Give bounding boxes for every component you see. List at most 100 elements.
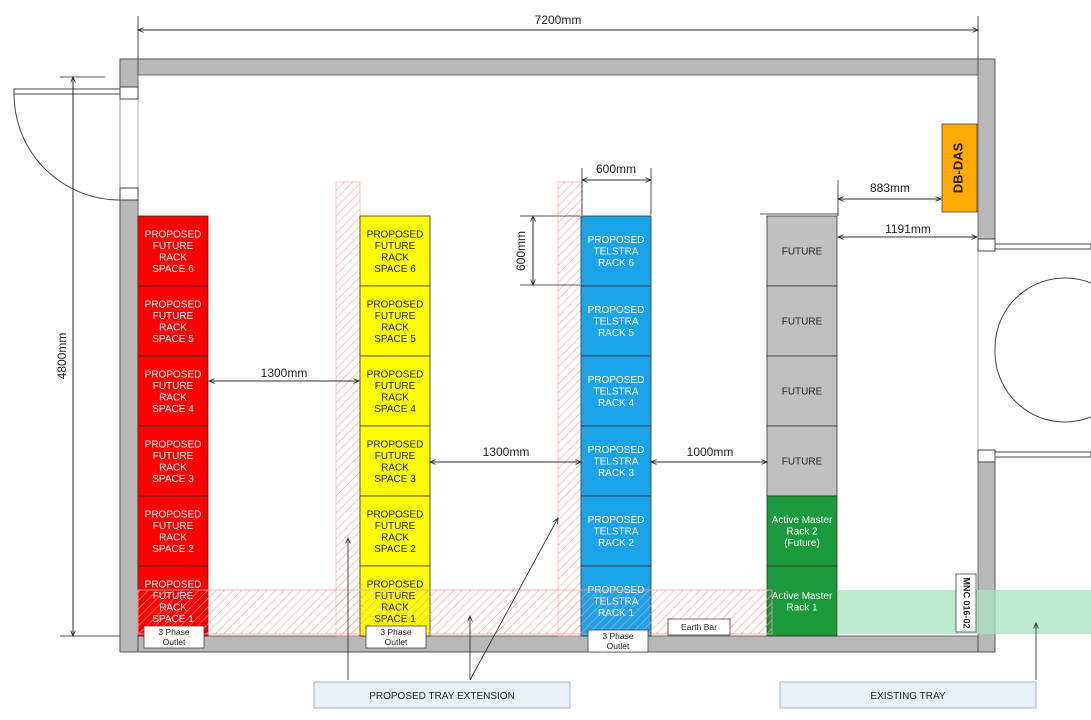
rack-box [137, 425, 209, 497]
rack-label-line: PROPOSED [588, 305, 645, 316]
rack-box [137, 215, 209, 287]
rack-box [580, 215, 652, 287]
rack-label-line: PROPOSED [588, 515, 645, 526]
outlet-yellow-line1: 3 Phase [380, 627, 411, 637]
outlet-yellow-line2: Outlet [385, 637, 408, 647]
rack-label-line: Rack 2 [786, 527, 818, 538]
rack-label-line: TELSTRA [593, 317, 638, 328]
rack-label-line: SPACE 6 [374, 264, 416, 275]
outlet-blue: 3 Phase Outlet [587, 629, 649, 653]
rack-label-line: SPACE 2 [152, 544, 194, 555]
rack-label-line: PROPOSED [145, 439, 202, 450]
rack-label-line: PROPOSED [367, 229, 424, 240]
rack-label-line: SPACE 5 [152, 334, 194, 345]
rack-label-line: PROPOSED [588, 235, 645, 246]
earth-bar-label: Earth Bar [681, 622, 717, 632]
rack-label-line: SPACE 4 [374, 404, 416, 415]
rack-label-line: FUTURE [782, 247, 823, 258]
legend-existing-tray: EXISTING TRAY [779, 681, 1037, 709]
rack-label-line: RACK [159, 392, 187, 403]
rack-label-line: RACK [381, 462, 409, 473]
rack-label-line: FUTURE [153, 451, 194, 462]
rack-box [766, 355, 838, 427]
rack-label-line: FUTURE [375, 451, 416, 462]
outlet-red: 3 Phase Outlet [143, 625, 205, 649]
earth-bar: Earth Bar [667, 618, 731, 636]
rack-label-line: RACK [159, 532, 187, 543]
rack-box [766, 565, 838, 637]
rack-label-line: SPACE 2 [374, 544, 416, 555]
rack-label-line: PROPOSED [367, 509, 424, 520]
rack-label-line: RACK [381, 252, 409, 263]
rack-grey-3: FUTURE [766, 355, 838, 427]
rack-box [580, 355, 652, 427]
dim-aisle-1: 1300mm [261, 366, 308, 380]
rack-box [766, 215, 838, 287]
dim-aisle-3: 1000mm [687, 445, 734, 459]
rack-label-line: PROPOSED [588, 375, 645, 386]
mnc-label: MNC 016-02 [962, 577, 972, 628]
rack-label-line: TELSTRA [593, 457, 638, 468]
rack-label-line: RACK 5 [598, 328, 635, 339]
rack-label-line: SPACE 3 [152, 474, 194, 485]
rack-box [359, 285, 431, 357]
mnc-tag: MNC 016-02 [955, 573, 977, 633]
rack-grey-1: FUTURE [766, 215, 838, 287]
rack-label-line: RACK [159, 252, 187, 263]
outlet-blue-line1: 3 Phase [602, 631, 633, 641]
rack-label-line: FUTURE [375, 241, 416, 252]
rack-label-line: PROPOSED [145, 509, 202, 520]
outlet-red-line2: Outlet [163, 637, 186, 647]
rack-column-grey: FUTURE FUTURE FUTURE FUTURE Active MasterRac… [766, 215, 838, 637]
rack-label-line: RACK 6 [598, 258, 635, 269]
dim-rack-width: 600mm [596, 162, 636, 176]
legend-proposed-tray: PROPOSED TRAY EXTENSION [313, 681, 571, 709]
rack-box [137, 355, 209, 427]
dim-overall-width: 7200mm [535, 13, 582, 27]
rack-grey-2: FUTURE [766, 285, 838, 357]
rack-box [580, 425, 652, 497]
rack-label-line: FUTURE [782, 457, 823, 468]
rack-box [766, 285, 838, 357]
rack-box [137, 495, 209, 567]
rack-label-line: (Future) [784, 538, 820, 549]
rack-label-line: SPACE 6 [152, 264, 194, 275]
left-door [13, 86, 139, 201]
legend-leaders [348, 518, 1036, 681]
rack-label-line: RACK [381, 532, 409, 543]
rack-label-line: FUTURE [153, 521, 194, 532]
rack-label-line: SPACE 3 [374, 474, 416, 485]
db-das-panel: DB-DAS [941, 123, 978, 213]
rack-label-line: Active Master [772, 515, 833, 526]
rack-label-line: SPACE 4 [152, 404, 194, 415]
rack-label-line: PROPOSED [145, 229, 202, 240]
dim-door-offset: 1191mm [885, 222, 931, 236]
rack-box [359, 355, 431, 427]
rack-label-line: FUTURE [153, 381, 194, 392]
rack-label-line: PROPOSED [588, 445, 645, 456]
rack-label-line: PROPOSED [145, 369, 202, 380]
rack-label-line: FUTURE [375, 311, 416, 322]
rack-label-line: FUTURE [782, 317, 823, 328]
legend-existing-tray-label: EXISTING TRAY [870, 691, 946, 702]
rack-grey-4: FUTURE [766, 425, 838, 497]
rack-box [580, 285, 652, 357]
dim-overall-height: 4800mm [55, 333, 69, 380]
outlet-yellow: 3 Phase Outlet [365, 625, 427, 649]
right-double-door [977, 238, 1091, 463]
rack-label-line: PROPOSED [367, 439, 424, 450]
rack-label-line: PROPOSED [145, 579, 202, 590]
rack-box [766, 495, 838, 567]
